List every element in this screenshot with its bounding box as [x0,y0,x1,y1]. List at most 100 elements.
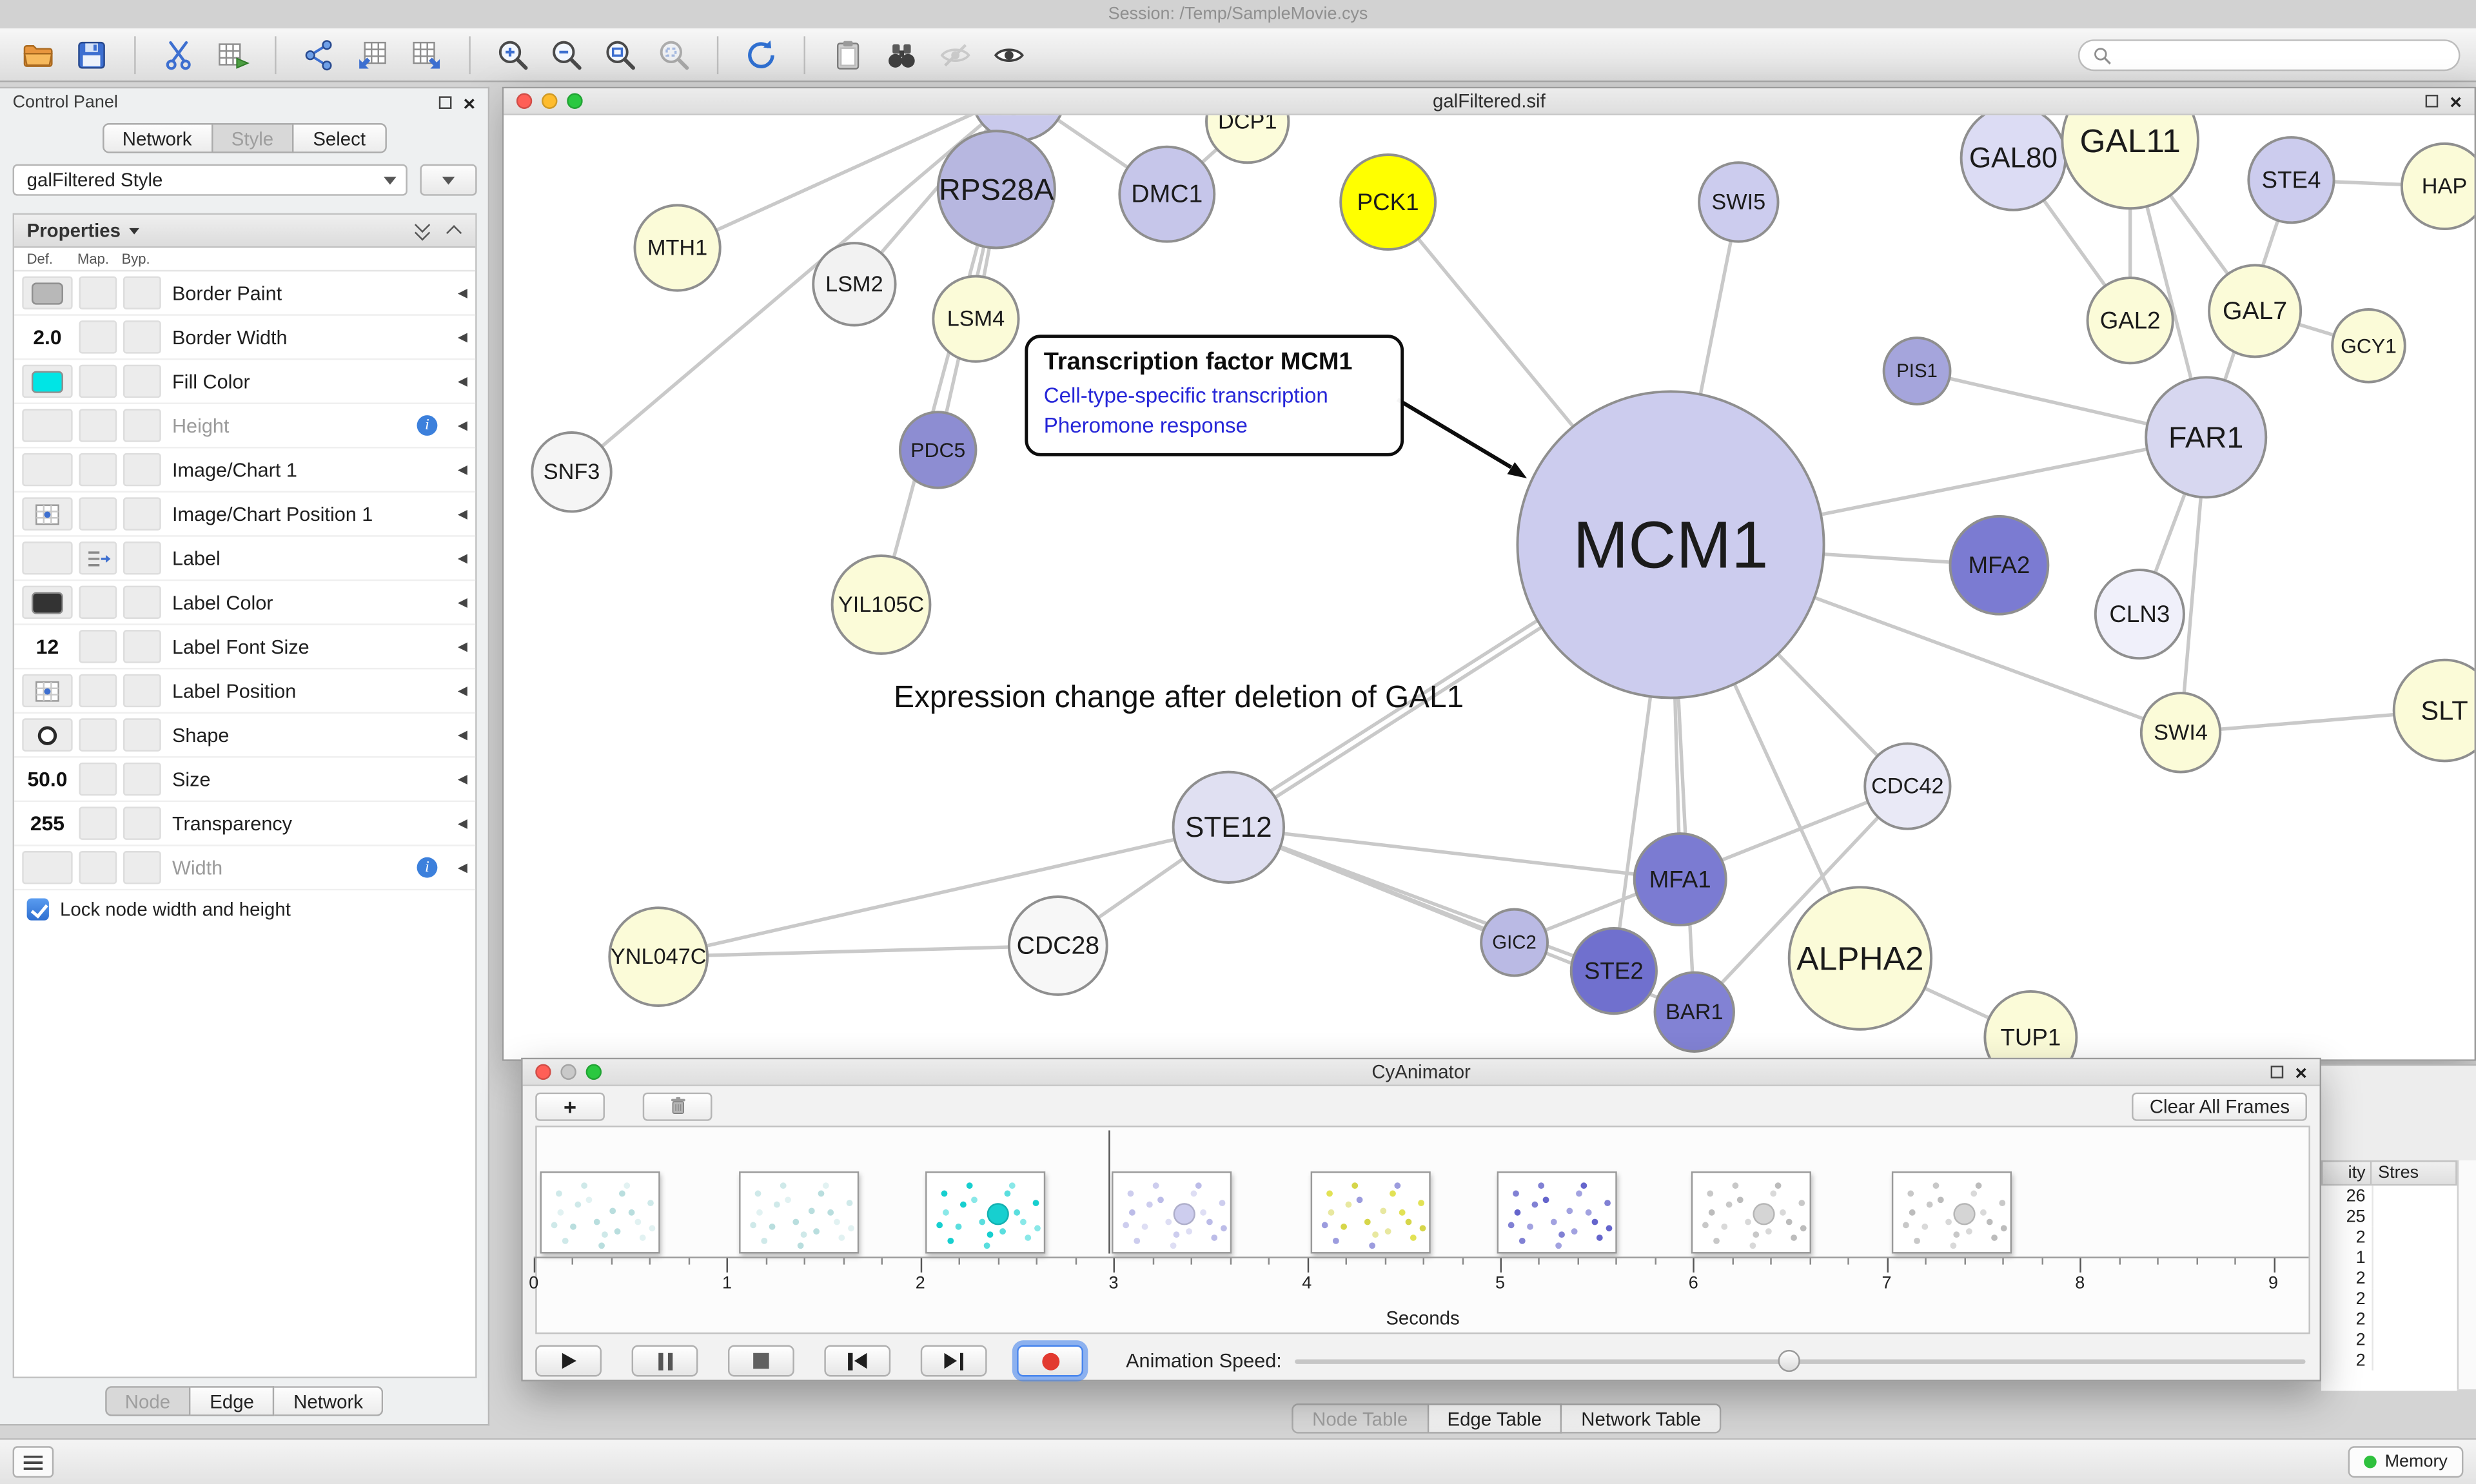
map-cell[interactable] [79,320,117,354]
lock-size-checkbox[interactable] [26,898,49,921]
property-row-label[interactable]: Label◀ [14,537,476,581]
property-row-border-paint[interactable]: Border Paint◀ [14,271,476,316]
expand-all-icon[interactable] [415,222,431,239]
def-cell[interactable] [22,276,73,310]
tab-network-table[interactable]: Network Table [1562,1403,1722,1434]
def-cell[interactable]: 50.0 [27,767,68,791]
expand-arrow-icon[interactable]: ◀ [457,727,467,743]
annotation-link-1[interactable]: Cell-type-specific transcription [1043,384,1328,407]
def-cell[interactable] [22,409,73,442]
byp-cell[interactable] [123,320,161,354]
float-panel-icon[interactable] [439,96,453,109]
map-cell[interactable] [79,497,117,531]
edge-CDC42-BAR1[interactable] [1693,785,1909,1013]
expand-arrow-icon[interactable]: ◀ [457,816,467,831]
def-cell[interactable] [22,497,73,531]
clear-all-frames-button[interactable]: Clear All Frames [2132,1091,2307,1120]
def-cell[interactable]: 12 [35,634,59,659]
node-mfa1[interactable]: MFA1 [1633,832,1727,927]
tab-edge-table[interactable]: Edge Table [1428,1403,1562,1434]
tab-edge[interactable]: Edge [190,1386,275,1416]
collapse-all-icon[interactable] [447,222,462,238]
expand-arrow-icon[interactable]: ◀ [457,551,467,565]
expand-arrow-icon[interactable]: ◀ [457,462,467,477]
expand-arrow-icon[interactable]: ◀ [457,860,467,875]
byp-cell[interactable] [123,806,161,840]
node-bar1[interactable]: BAR1 [1653,971,1735,1053]
expand-arrow-icon[interactable]: ◀ [457,418,467,433]
byp-cell[interactable] [123,718,161,752]
maximize-window-icon[interactable] [585,1064,602,1080]
edge-YNL047C-CDC28[interactable] [658,944,1058,959]
clipboard-button[interactable] [826,34,870,75]
column-header-stres[interactable]: Stres [2372,1160,2457,1186]
node-alpha2[interactable]: ALPHA2 [1787,886,1933,1031]
close-window-icon[interactable] [535,1064,551,1080]
def-cell[interactable] [22,364,73,398]
zoom-fit-button[interactable] [598,34,643,75]
map-cell[interactable] [79,630,117,663]
node-gal80[interactable]: GAL80 [1960,115,2067,211]
search-box[interactable] [2078,39,2461,72]
edge-TOP-SNF3[interactable] [570,115,1019,474]
table-scrollbar[interactable] [2457,1160,2476,1390]
node-snf3[interactable]: SNF3 [531,431,613,513]
byp-cell[interactable] [123,674,161,708]
node-lsm2[interactable]: LSM2 [812,242,897,327]
property-row-shape[interactable]: Shape◀ [14,714,476,758]
property-row-fill-color[interactable]: Fill Color◀ [14,360,476,404]
table-row[interactable]: 2 [2321,1288,2457,1309]
byp-cell[interactable] [123,276,161,310]
frame-3-thumbnail[interactable] [1112,1171,1232,1254]
byp-cell[interactable] [123,542,161,575]
def-cell[interactable] [22,542,73,575]
edge-TOP-MTH1[interactable] [676,115,1019,249]
tab-select[interactable]: Select [293,123,386,153]
map-cell[interactable] [79,542,117,575]
record-button[interactable] [1017,1345,1084,1377]
close-panel-icon[interactable]: × [463,90,476,115]
node-rps28a[interactable]: RPS28A [936,130,1056,249]
maximize-window-icon[interactable] [567,93,583,109]
tab-style[interactable]: Style [212,123,294,153]
network-share-button[interactable] [297,34,341,75]
map-cell[interactable] [79,453,117,487]
memory-button[interactable]: Memory [2348,1446,2464,1478]
frame-1-thumbnail[interactable] [739,1171,860,1254]
table-row[interactable]: 2 [2321,1226,2457,1247]
node-yil105c[interactable]: YIL105C [830,554,932,655]
refresh-layout-button[interactable] [739,34,783,75]
animation-speed-slider[interactable] [1294,1345,2305,1377]
def-cell[interactable] [22,718,73,752]
info-icon[interactable]: i [417,857,438,878]
def-cell[interactable]: 2.0 [33,325,62,349]
node-ynl047c[interactable]: YNL047C [608,906,709,1007]
minimize-window-icon[interactable] [542,93,558,109]
node-hap[interactable]: HAP [2400,142,2475,231]
add-frame-button[interactable]: + [535,1091,605,1120]
playhead[interactable] [1108,1130,1110,1254]
style-options-button[interactable] [420,164,477,196]
byp-cell[interactable] [123,585,161,620]
open-session-button[interactable] [15,34,60,75]
search-input[interactable] [2119,44,2446,66]
zoom-selected-button[interactable] [652,34,696,75]
byp-cell[interactable] [123,851,161,884]
pause-button[interactable] [631,1345,698,1377]
node-cdc28[interactable]: CDC28 [1007,895,1108,996]
close-view-icon[interactable]: × [2295,1060,2307,1084]
map-cell[interactable] [79,718,117,752]
skip-forward-button[interactable] [920,1345,987,1377]
property-row-image-chart-position-1[interactable]: Image/Chart Position 1◀ [14,493,476,537]
byp-cell[interactable] [123,762,161,796]
byp-cell[interactable] [123,364,161,398]
node-ste12[interactable]: STE12 [1172,770,1285,884]
table-row[interactable]: 1 [2321,1247,2457,1268]
def-cell[interactable] [22,585,73,620]
tab-node[interactable]: Node [104,1386,191,1416]
def-cell[interactable] [22,453,73,487]
node-far1[interactable]: FAR1 [2145,376,2268,499]
